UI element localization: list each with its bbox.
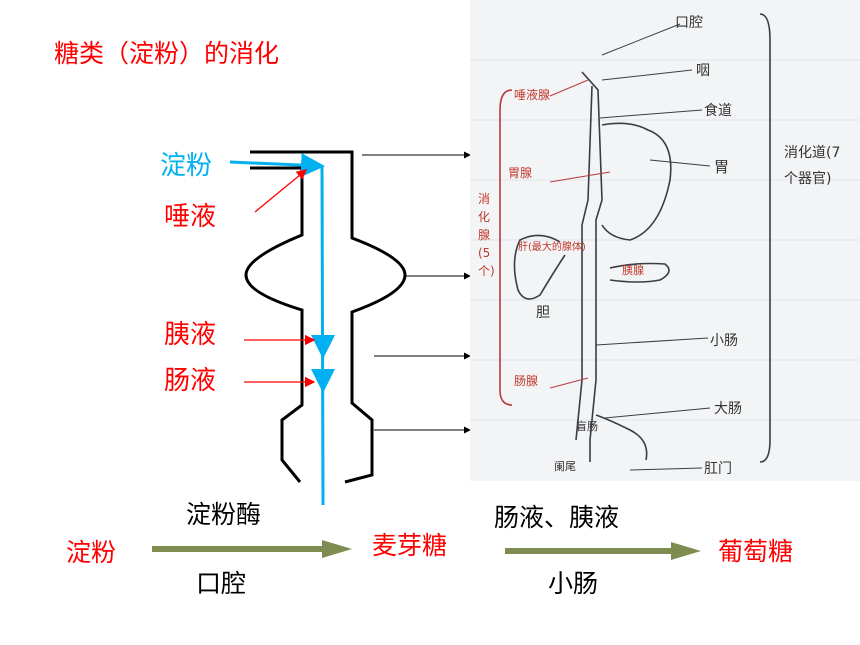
photo-label-small-intestine: 小肠 [710, 333, 738, 349]
flow-site-mouth: 口腔 [196, 569, 247, 598]
tract-outline-right [250, 150, 407, 484]
handdrawn-sketch [470, 0, 860, 481]
flow-maltose: 麦芽糖 [372, 531, 448, 560]
photo-bracket-glands: 消化腺(5个) [478, 192, 495, 278]
tract-outline-left [244, 166, 304, 483]
photo-label-large-intestine: 大肠 [714, 401, 742, 417]
photo-label-appendix: 盲肠 [576, 420, 598, 433]
flow-enzyme-amylase: 淀粉酶 [186, 500, 262, 529]
photo-label-anus: 肛门 [704, 461, 732, 477]
flow-starch: 淀粉 [66, 538, 117, 567]
flow-site-small-intestine: 小肠 [548, 569, 599, 598]
flow-enzyme-juices: 肠液、胰液 [494, 503, 620, 532]
photo-label-pharynx: 咽 [696, 63, 710, 79]
photo-label-stomach: 胃 [714, 158, 730, 176]
photo-label-gallbladder: 胆 [536, 305, 550, 321]
photo-label-cecum: 阑尾 [554, 460, 576, 473]
saliva-arrow [254, 169, 308, 213]
flow-arrow-2 [505, 542, 701, 560]
saliva-label: 唾液 [164, 202, 217, 232]
photo-bracket-tract: 消化道(7个器官) [784, 145, 841, 187]
photo-label-salivary-gland: 唾液腺 [514, 88, 551, 102]
page-title: 糖类（淀粉）的消化 [54, 39, 280, 68]
photo-label-esophagus: 食道 [704, 103, 732, 119]
intestinal-juice-label: 肠液 [164, 366, 217, 396]
pancreatic-juice-label: 胰液 [164, 320, 217, 350]
starch-flow-line [229, 153, 325, 178]
flow-arrow-1 [152, 540, 352, 558]
photo-label-gastric-gland: 胃腺 [508, 166, 533, 180]
flow-glucose: 葡萄糖 [718, 537, 794, 566]
photo-label-mouth: 口腔 [675, 15, 703, 31]
photo-label-liver: 肝(最大的腺体) [518, 242, 586, 253]
handdrawn-diagram-photo: 口腔 咽 食道 胃 小肠 大肠 肛门 盲肠 阑尾 胆 唾液腺 胃腺 肝(最大的腺… [470, 0, 860, 481]
photo-label-pancreas: 胰腺 [622, 264, 644, 277]
photo-label-intestinal-gland: 肠腺 [514, 374, 539, 388]
starch-label: 淀粉 [160, 151, 213, 181]
